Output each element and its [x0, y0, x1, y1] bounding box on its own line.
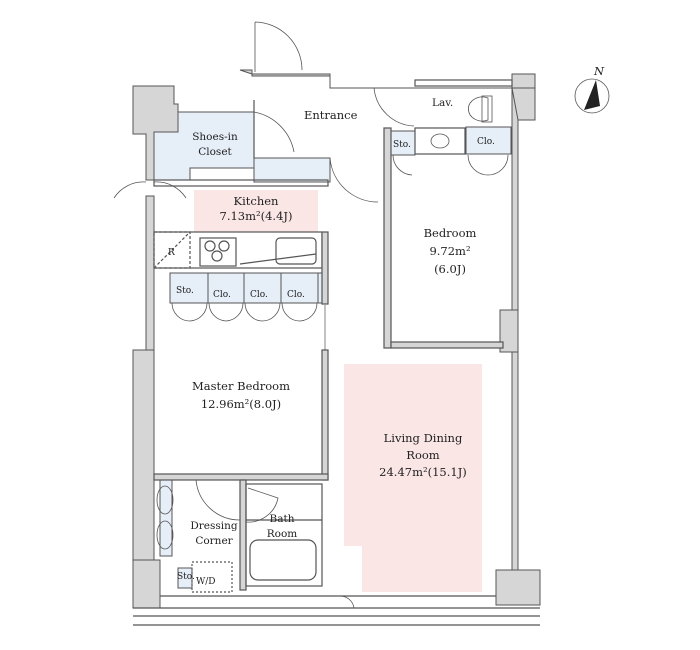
entrance-label: Entrance — [304, 108, 358, 122]
washer-dryer-label: W/D — [196, 577, 216, 587]
north-arrow-icon — [574, 78, 610, 114]
bedroom-label: Bedroom 9.72m² (6.0J) — [423, 226, 477, 276]
compass-north-label: N — [594, 64, 605, 78]
master-storage-label: Sto. — [176, 286, 194, 296]
living-dining-label: Living Dining Room 24.47m²(15.1J) — [379, 431, 467, 479]
living-dining-highlight — [344, 364, 482, 592]
master-closet-label-3: Clo. — [287, 290, 305, 300]
refrigerator-label: R — [168, 248, 175, 258]
lavatory-label: Lav. — [432, 97, 454, 109]
bedroom-storage-label: Sto. — [393, 140, 411, 150]
master-bedroom-label: Master Bedroom 12.96m²(8.0J) — [192, 379, 290, 411]
dressing-corner-label: Dressing Corner — [190, 520, 238, 547]
entrance-counter-fill — [253, 157, 331, 183]
master-closet-label-1: Clo. — [213, 290, 231, 300]
bath-room-label: Bath Room — [266, 513, 298, 540]
kitchen-label: Kitchen 7.13m²(4.4J) — [219, 194, 293, 223]
kitchen-highlight — [194, 190, 318, 232]
bedroom-closet-label: Clo. — [477, 137, 495, 147]
master-closet-label-2: Clo. — [250, 290, 268, 300]
shoes-closet-label: Shoes-in Closet — [192, 131, 238, 158]
laundry-storage-label: Sto. — [177, 572, 195, 582]
